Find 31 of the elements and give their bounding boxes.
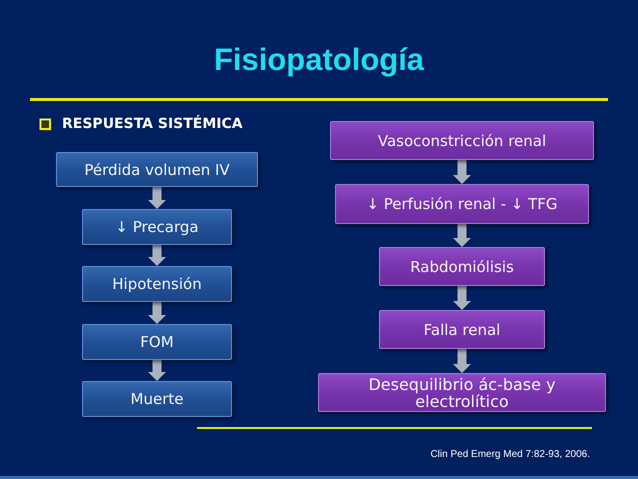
process-box — [82, 381, 232, 417]
process-box — [379, 247, 545, 286]
process-box — [82, 266, 232, 302]
process-box — [335, 184, 589, 224]
block-arrow — [453, 286, 471, 310]
block-arrow — [148, 302, 166, 324]
block-arrow — [453, 160, 471, 184]
process-box — [318, 373, 606, 412]
block-arrow — [148, 245, 166, 266]
citation: Clin Ped Emerg Med 7:82-93, 2006. — [430, 449, 590, 461]
step-label: Desequilibrio ác-base y electrolítico — [367, 376, 557, 410]
step-label: Rabdomiólisis — [410, 258, 514, 276]
step-label: Falla renal — [424, 320, 500, 338]
block-arrow — [148, 360, 166, 381]
process-box — [379, 310, 545, 349]
step-label: Hipotensión — [112, 275, 202, 293]
section-heading: RESPUESTA SISTÉMICA — [62, 115, 243, 133]
process-box — [330, 121, 594, 160]
process-box — [82, 324, 232, 360]
step-label: FOM — [140, 333, 174, 351]
step-label: ↓ Precarga — [115, 218, 199, 236]
step-label: Pérdida volumen IV — [84, 160, 230, 178]
block-arrow — [453, 224, 471, 247]
step-label: Muerte — [130, 390, 184, 408]
block-arrow — [148, 187, 166, 209]
process-box — [82, 209, 232, 245]
step-label: ↓ Perfusión renal - ↓ TFG — [366, 195, 558, 213]
process-box — [56, 152, 258, 187]
step-label: Vasoconstricción renal — [378, 132, 546, 150]
slide-title: Fisiopatología — [212, 41, 426, 79]
block-arrow — [453, 349, 471, 373]
